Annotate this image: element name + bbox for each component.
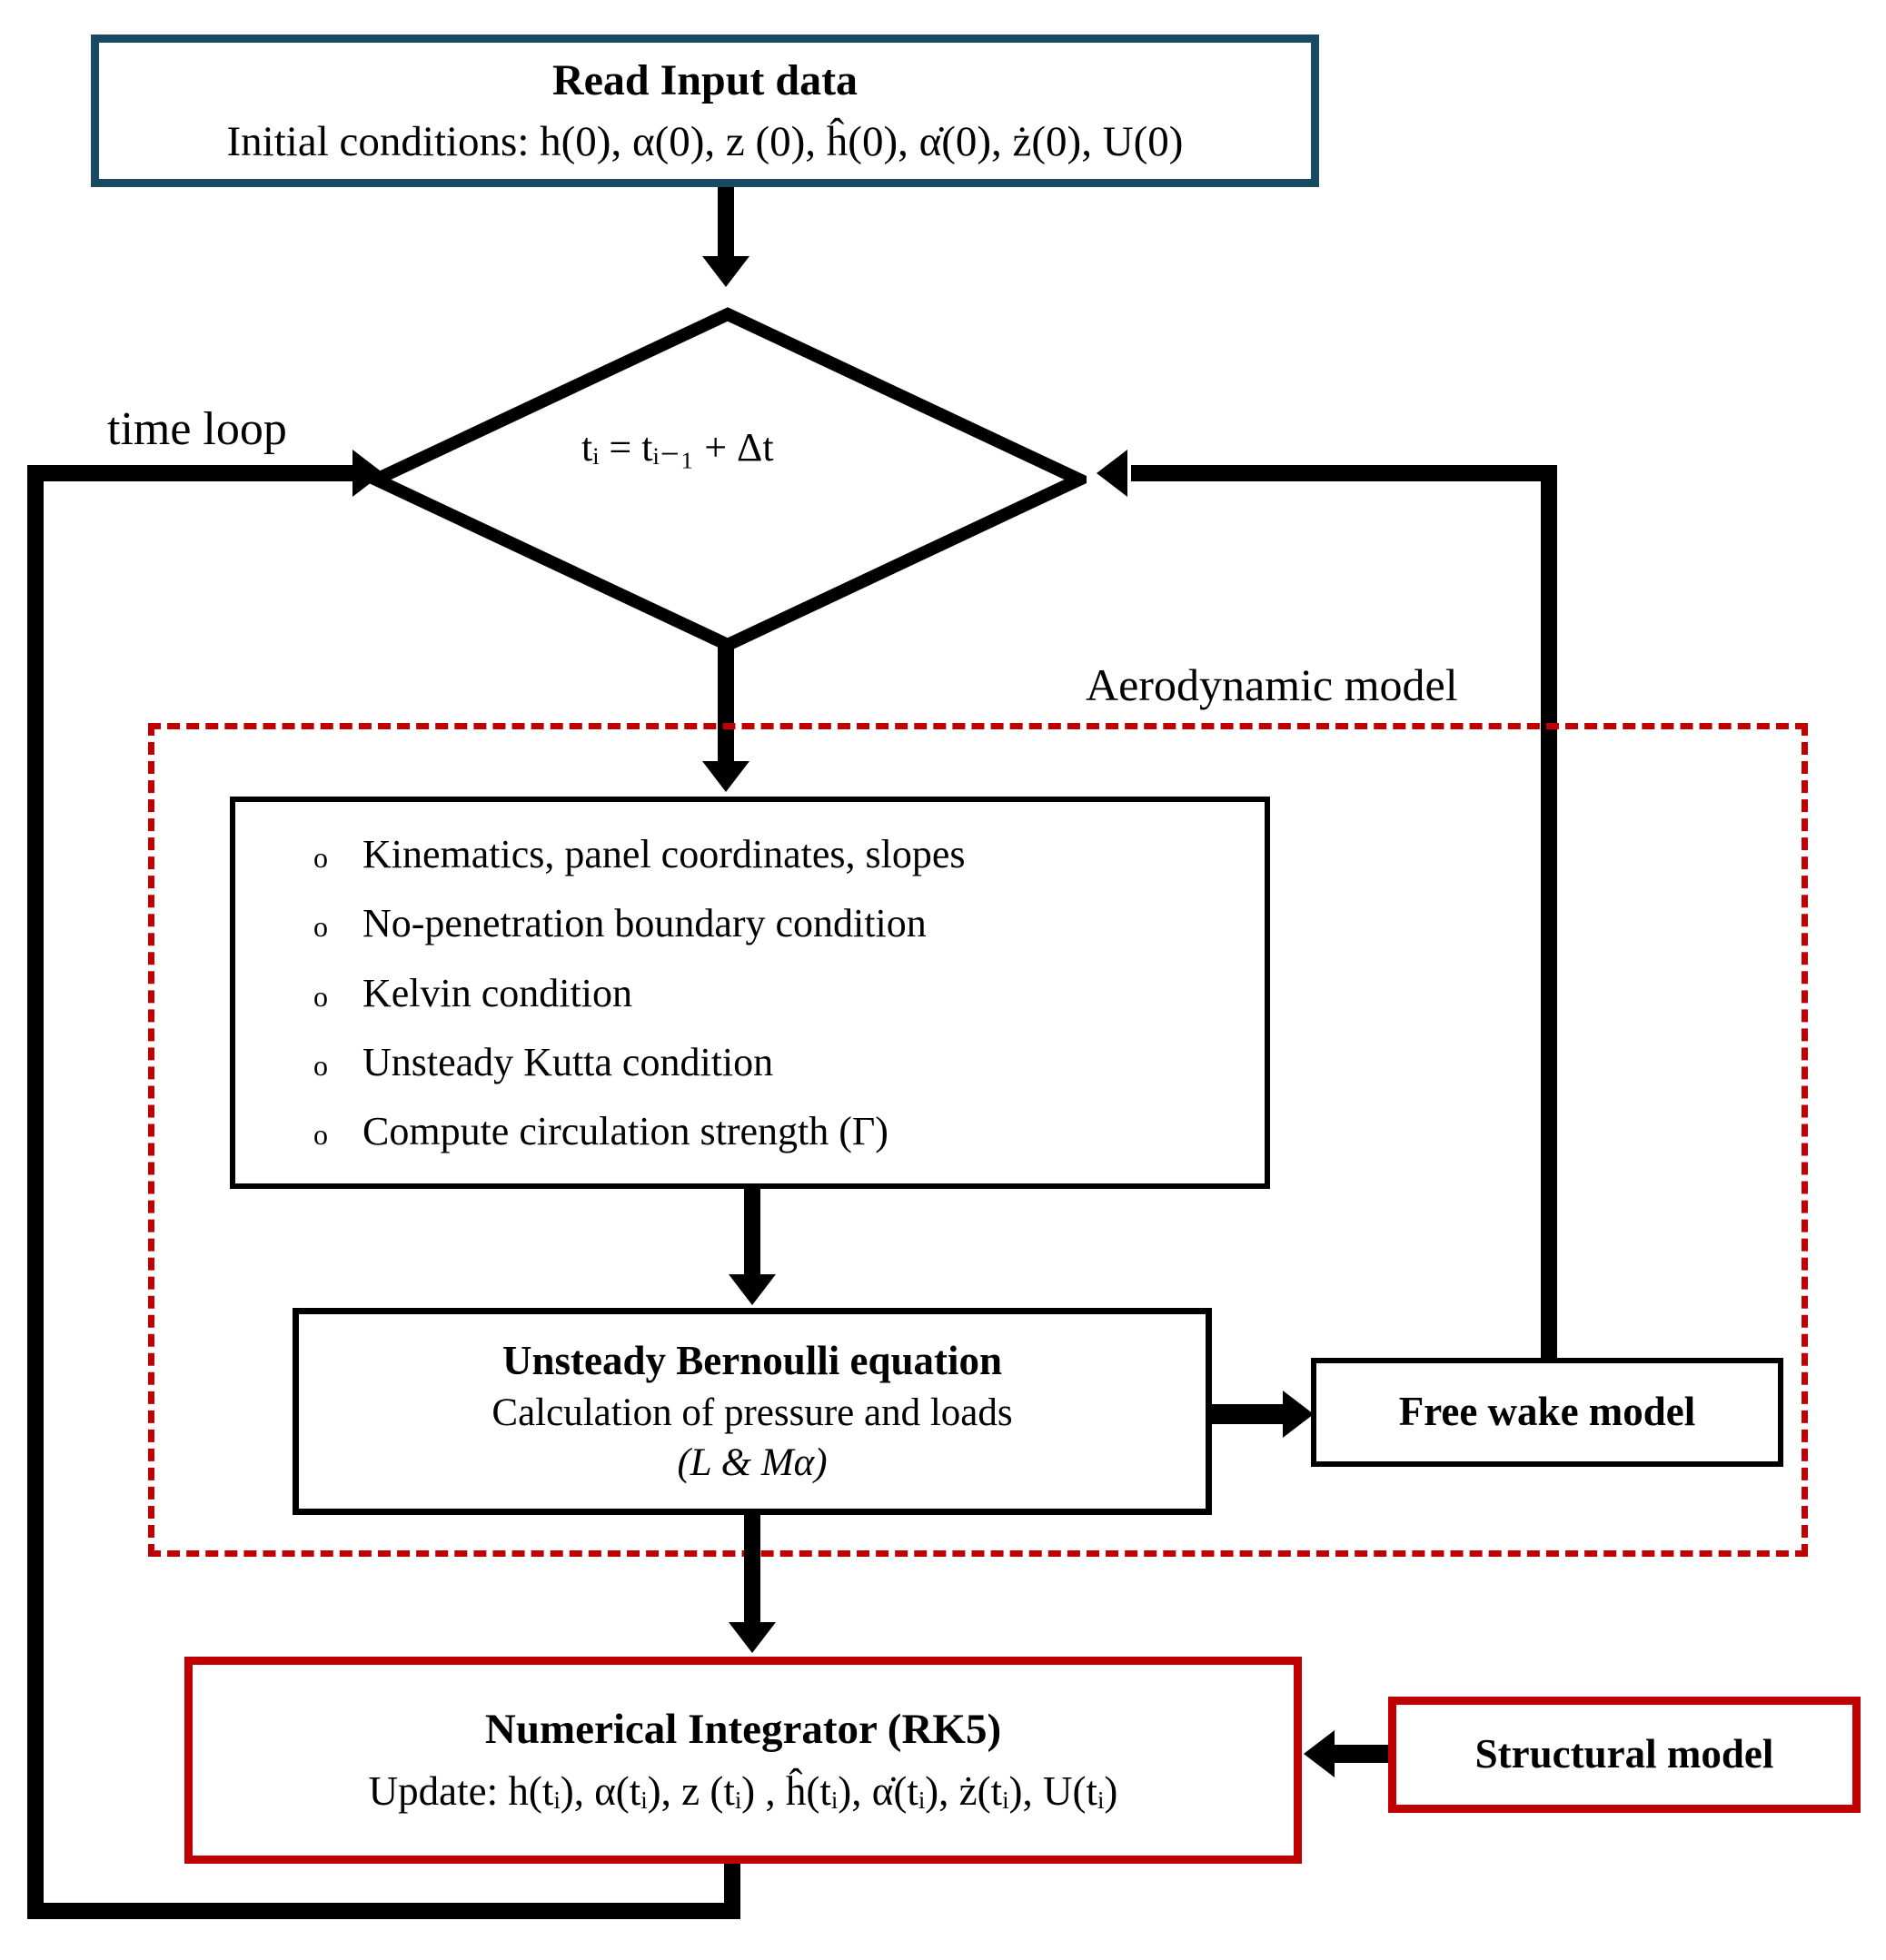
arrowhead-freewake-to-diamond bbox=[1097, 450, 1127, 497]
connector-freewake-top-horizontal bbox=[1131, 465, 1557, 481]
bernoulli-title: Unsteady Bernoulli equation bbox=[501, 1338, 1003, 1384]
aerodynamic-steps-list: o Kinematics, panel coordinates, slopes … bbox=[235, 829, 1265, 1158]
list-item: o Kelvin condition bbox=[279, 968, 1265, 1019]
time-step-line1: tᵢ bbox=[581, 425, 600, 470]
connector-kinematics-to-bernoulli bbox=[744, 1189, 760, 1276]
bullet-circle-icon: o bbox=[313, 979, 328, 1013]
list-item: o Unsteady Kutta condition bbox=[279, 1037, 1265, 1088]
bullet-circle-icon: o bbox=[313, 841, 328, 874]
list-item-label: No-penetration boundary condition bbox=[362, 901, 927, 946]
connector-bernoulli-to-integrator bbox=[744, 1515, 760, 1624]
free-wake-model-box: Free wake model bbox=[1311, 1358, 1783, 1467]
aerodynamic-model-label: Aerodynamic model bbox=[1086, 659, 1458, 710]
time-step-formula: tᵢ = tᵢ₋₁ + Δt bbox=[581, 422, 774, 472]
time-step-diamond bbox=[369, 307, 1087, 652]
structural-label: Structural model bbox=[1474, 1731, 1774, 1777]
integrator-title: Numerical Integrator (RK5) bbox=[484, 1706, 1002, 1754]
bernoulli-loads: (L & Mα) bbox=[677, 1440, 828, 1484]
arrowhead-diamond-to-kinematics bbox=[702, 761, 749, 792]
integrator-update: Update: h(tᵢ), α(tᵢ), z (tᵢ) , ĥ(tᵢ), α̇… bbox=[368, 1768, 1118, 1815]
bullet-circle-icon: o bbox=[313, 1048, 328, 1082]
connector-loop-top-horizontal bbox=[27, 465, 360, 481]
connector-structural-to-integrator bbox=[1335, 1745, 1388, 1763]
arrowhead-structural-to-integrator bbox=[1304, 1730, 1335, 1777]
aerodynamic-steps-box: o Kinematics, panel coordinates, slopes … bbox=[230, 797, 1270, 1189]
list-item: o Kinematics, panel coordinates, slopes bbox=[279, 829, 1265, 880]
read-input-conditions: Initial conditions: h(0), α(0), z (0), ĥ… bbox=[226, 117, 1184, 165]
list-item-label: Kelvin condition bbox=[362, 970, 632, 1015]
list-item: o Compute circulation strength (Γ) bbox=[279, 1106, 1265, 1157]
time-loop-label: time loop bbox=[107, 403, 287, 455]
arrowhead-loop-to-diamond bbox=[352, 450, 383, 497]
connector-freewake-up-vertical bbox=[1541, 465, 1557, 1364]
arrowhead-input-to-diamond bbox=[702, 256, 749, 287]
bullet-circle-icon: o bbox=[313, 1118, 328, 1152]
connector-loop-left-vertical bbox=[27, 465, 44, 1919]
list-item-label: Kinematics, panel coordinates, slopes bbox=[362, 832, 966, 876]
aerodynamic-model-group bbox=[148, 723, 1808, 1557]
connector-integrator-to-loop bbox=[724, 1864, 740, 1919]
bullet-circle-icon: o bbox=[313, 910, 328, 944]
bernoulli-equation-box: Unsteady Bernoulli equation Calculation … bbox=[293, 1308, 1212, 1515]
numerical-integrator-box: Numerical Integrator (RK5) Update: h(tᵢ)… bbox=[184, 1657, 1302, 1864]
connector-input-to-diamond bbox=[718, 187, 734, 258]
list-item-label: Compute circulation strength (Γ) bbox=[362, 1109, 888, 1154]
list-item: o No-penetration boundary condition bbox=[279, 898, 1265, 949]
list-item-label: Unsteady Kutta condition bbox=[362, 1039, 774, 1084]
connector-loop-bottom-horizontal bbox=[27, 1903, 740, 1919]
bernoulli-subtitle: Calculation of pressure and loads bbox=[491, 1391, 1013, 1434]
arrowhead-kinematics-to-bernoulli bbox=[729, 1274, 776, 1305]
arrowhead-bernoulli-to-integrator bbox=[729, 1622, 776, 1653]
structural-model-box: Structural model bbox=[1388, 1697, 1861, 1813]
arrowhead-bernoulli-to-freewake bbox=[1283, 1391, 1314, 1438]
time-step-line2: = tᵢ₋₁ + Δt bbox=[609, 425, 774, 470]
free-wake-label: Free wake model bbox=[1398, 1389, 1696, 1435]
read-input-title: Read Input data bbox=[551, 56, 859, 105]
connector-diamond-to-kinematics bbox=[718, 645, 734, 763]
read-input-data-box: Read Input data Initial conditions: h(0)… bbox=[91, 35, 1319, 187]
connector-bernoulli-to-freewake bbox=[1212, 1404, 1285, 1424]
